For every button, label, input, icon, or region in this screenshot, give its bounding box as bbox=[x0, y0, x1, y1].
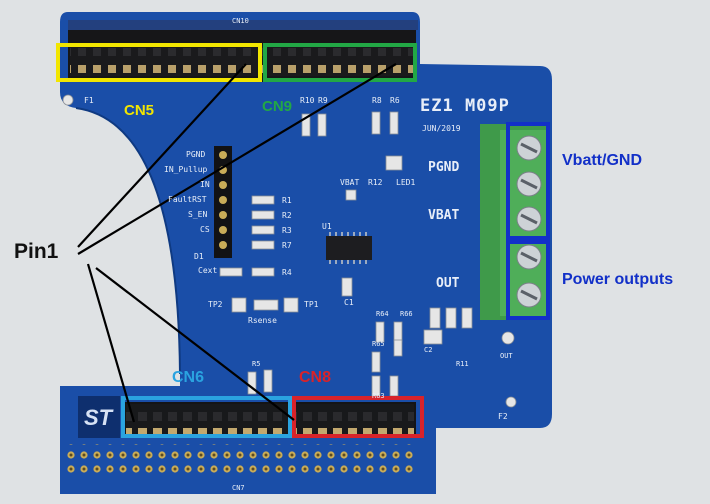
vbatt-gnd-label: Vbatt/GND bbox=[562, 152, 642, 169]
silk-c1: C1 bbox=[344, 298, 354, 307]
silk-rsense: Rsense bbox=[248, 316, 277, 325]
silk-r2: R2 bbox=[282, 211, 292, 220]
silk-cext: Cext bbox=[198, 266, 218, 275]
silk-r5: R5 bbox=[252, 360, 261, 368]
silk-r64: R64 bbox=[376, 310, 389, 318]
silk-r6: R6 bbox=[390, 96, 400, 105]
silk-r8: R8 bbox=[372, 96, 382, 105]
terminal-label-pgnd: PGND bbox=[428, 160, 460, 175]
silk-u1: U1 bbox=[322, 222, 332, 231]
cn9-label: CN9 bbox=[262, 98, 293, 115]
silk-r11: R11 bbox=[456, 360, 469, 368]
silk-tp2: TP2 bbox=[208, 300, 223, 309]
silk-r4: R4 bbox=[282, 268, 292, 277]
pin-label-pgnd: PGND bbox=[186, 150, 206, 159]
silk-tp1: TP1 bbox=[304, 300, 319, 309]
pin-label-faultrst: FaultRST bbox=[168, 195, 207, 204]
board-name: EZ1 M09P bbox=[420, 96, 510, 116]
silk-r66: R66 bbox=[400, 310, 413, 318]
silk-r10: R10 bbox=[300, 96, 315, 105]
pin1-pointer-lines bbox=[77, 63, 397, 423]
silk-led1: LED1 bbox=[396, 178, 416, 187]
pin-label-cs: CS bbox=[200, 225, 210, 234]
cn7-silk: CN7 bbox=[232, 484, 245, 492]
pin-label-in-pullup: IN_Pullup bbox=[164, 165, 208, 174]
silk-d1: D1 bbox=[194, 252, 204, 261]
silk-r3: R3 bbox=[282, 226, 292, 235]
silk-r7: R7 bbox=[282, 241, 292, 250]
cn6-label: CN6 bbox=[172, 369, 205, 386]
pin1-label: Pin1 bbox=[14, 240, 59, 263]
fiducial-f2: F2 bbox=[498, 412, 508, 421]
silk-c2: C2 bbox=[424, 346, 433, 354]
cn5-label: CN5 bbox=[124, 102, 155, 119]
board-date: JUN/2019 bbox=[422, 124, 461, 133]
vbatt-gnd-box bbox=[506, 122, 550, 240]
cn8-label: CN8 bbox=[299, 369, 332, 386]
smd-components bbox=[62, 94, 517, 408]
silk-r12: R12 bbox=[368, 178, 383, 187]
pin-label-in: IN bbox=[200, 180, 210, 189]
terminal-label-vbat: VBAT bbox=[428, 208, 460, 223]
silk-r65: R65 bbox=[372, 340, 385, 348]
silk-out-small: OUT bbox=[500, 352, 513, 360]
cn5-highlight-box bbox=[56, 43, 262, 82]
terminal-screws bbox=[516, 135, 542, 308]
ic-u1 bbox=[326, 236, 372, 260]
power-outputs-box bbox=[506, 240, 550, 320]
silk-r1: R1 bbox=[282, 196, 292, 205]
pin-header-column bbox=[214, 146, 232, 258]
cn9-highlight-box bbox=[263, 43, 417, 82]
silk-r63: R63 bbox=[372, 392, 385, 400]
svg-text:ST: ST bbox=[84, 405, 114, 430]
fiducial-f1: F1 bbox=[84, 96, 94, 105]
power-outputs-label: Power outputs bbox=[562, 271, 674, 288]
cn10-silk: CN10 bbox=[232, 17, 249, 25]
pin-label-s-en: S_EN bbox=[188, 210, 208, 219]
silk-r9: R9 bbox=[318, 96, 328, 105]
cn8-highlight-box bbox=[292, 396, 424, 438]
silk-vbat: VBAT bbox=[340, 178, 360, 187]
terminal-label-out: OUT bbox=[436, 276, 460, 291]
